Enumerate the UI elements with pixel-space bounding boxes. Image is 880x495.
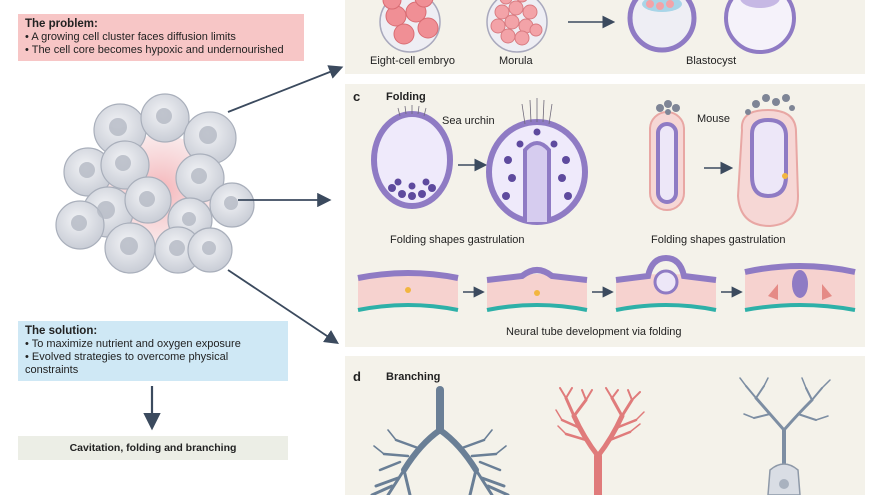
neural-tube-stage-4 [744, 263, 856, 312]
neuron-dendrites [739, 377, 831, 495]
problem-title: The problem: [25, 18, 98, 30]
solution-point: Evolved strategies to overcome physical … [25, 351, 281, 377]
label-sea-urchin: Sea urchin [442, 115, 495, 127]
mouse-embryo-1 [649, 100, 685, 211]
caption-mouse-gastrulation: Folding shapes gastrulation [651, 234, 786, 246]
sea-urchin-embryo-1 [371, 105, 453, 209]
lung-airway-tree [370, 386, 510, 495]
panel-d-letter: d [353, 369, 361, 384]
summary-box: Cavitation, folding and branching [18, 436, 288, 460]
panel-c-letter: c [353, 89, 361, 104]
solution-box: The solution: To maximize nutrient and o… [18, 321, 288, 381]
blastocyst-late [724, 0, 796, 54]
solution-point: To maximize nutrient and oxygen exposure [25, 338, 281, 351]
mouse-embryo-2 [736, 94, 800, 228]
label-morula: Morula [499, 55, 533, 67]
blastocyst-early [627, 0, 697, 53]
arrow-to-b [227, 65, 344, 113]
problem-point: A growing cell cluster faces diffusion l… [25, 31, 297, 44]
neural-tube-stage-1 [357, 270, 459, 312]
blood-vessel-tree [555, 387, 645, 495]
neural-tube-stage-3 [615, 254, 717, 312]
panel-c-title: Folding [386, 91, 426, 103]
eight-cell-embryo [379, 0, 441, 53]
caption-neural-tube: Neural tube development via folding [506, 326, 682, 338]
cell-cluster [55, 93, 255, 274]
sea-urchin-embryo-2 [486, 98, 588, 225]
panel-d-title: Branching [386, 371, 441, 383]
morula [486, 0, 548, 53]
label-mouse: Mouse [697, 113, 731, 125]
problem-point: The cell core becomes hypoxic and undern… [25, 44, 297, 57]
solution-title: The solution: [25, 325, 98, 337]
problem-box: The problem: A growing cell cluster face… [18, 14, 304, 61]
arrow-to-d [227, 269, 339, 344]
neural-tube-stage-2 [486, 267, 588, 312]
label-eight-cell-embryo: Eight-cell embryo [370, 55, 455, 67]
label-blastocyst: Blastocyst [686, 55, 737, 67]
caption-sea-urchin-gastrulation: Folding shapes gastrulation [390, 234, 525, 246]
